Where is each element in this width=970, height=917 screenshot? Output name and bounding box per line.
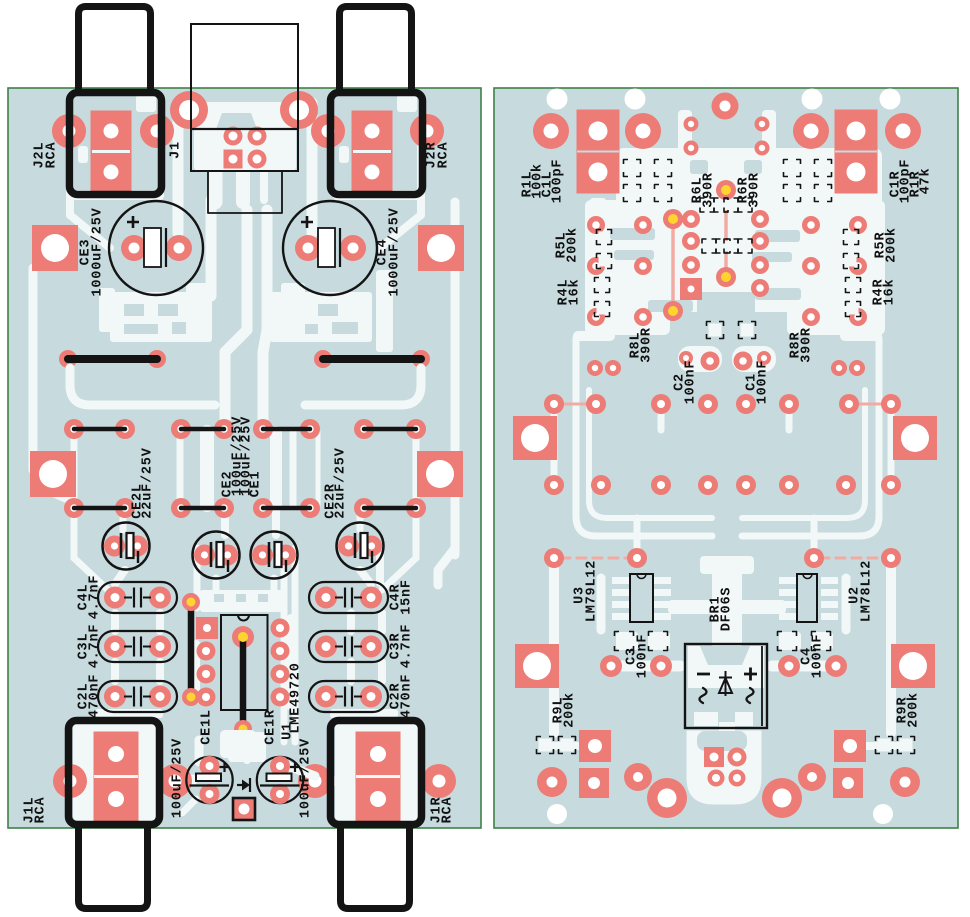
svg-text:C1L: C1L bbox=[541, 171, 556, 198]
svg-text:4.7nF: 4.7nF bbox=[88, 575, 103, 620]
svg-text:100nF: 100nF bbox=[636, 634, 651, 679]
svg-text:C3: C3 bbox=[625, 647, 640, 665]
svg-text:BR1: BR1 bbox=[709, 596, 724, 623]
svg-text:R8R: R8R bbox=[789, 332, 804, 359]
svg-text:390R: 390R bbox=[748, 172, 763, 208]
svg-text:100k: 100k bbox=[531, 163, 546, 199]
svg-text:J1: J1 bbox=[169, 141, 184, 159]
svg-text:200k: 200k bbox=[563, 692, 578, 728]
svg-text:LME49720: LME49720 bbox=[289, 662, 304, 733]
svg-text:470nF: 470nF bbox=[400, 674, 415, 719]
svg-text:22uF/25V: 22uF/25V bbox=[141, 447, 156, 518]
svg-text:470nF: 470nF bbox=[88, 674, 103, 719]
svg-text:LM79L12: LM79L12 bbox=[585, 560, 600, 622]
svg-text:R9R: R9R bbox=[896, 697, 911, 724]
svg-text:C4: C4 bbox=[800, 647, 815, 665]
svg-text:C3L: C3L bbox=[77, 633, 92, 660]
svg-text:100pF: 100pF bbox=[899, 159, 914, 204]
svg-text:R4R: R4R bbox=[872, 279, 887, 306]
svg-text:C3R: C3R bbox=[389, 633, 404, 660]
svg-text:47k: 47k bbox=[919, 168, 934, 195]
svg-text:CE3: CE3 bbox=[79, 239, 94, 266]
svg-text:R6L: R6L bbox=[691, 177, 706, 204]
svg-text:R1R: R1R bbox=[909, 171, 924, 198]
svg-text:J2L: J2L bbox=[33, 142, 48, 169]
svg-text:RCA: RCA bbox=[34, 797, 49, 824]
svg-text:CE2: CE2 bbox=[221, 471, 236, 498]
svg-text:390R: 390R bbox=[800, 327, 815, 363]
svg-text:J2R: J2R bbox=[425, 142, 440, 169]
svg-text:R4L: R4L bbox=[557, 279, 572, 306]
svg-text:16k: 16k bbox=[883, 279, 898, 306]
svg-text:DF06S: DF06S bbox=[720, 587, 735, 632]
svg-text:390R: 390R bbox=[640, 327, 655, 363]
svg-text:1000uF/25V: 1000uF/25V bbox=[388, 207, 403, 296]
svg-text:CE2R: CE2R bbox=[324, 483, 339, 519]
svg-text:C2: C2 bbox=[673, 373, 688, 391]
svg-text:R9L: R9L bbox=[552, 697, 567, 724]
svg-text:22uF/25V: 22uF/25V bbox=[334, 447, 349, 518]
svg-text:4.7nF: 4.7nF bbox=[400, 624, 415, 669]
svg-text:C2L: C2L bbox=[77, 683, 92, 710]
svg-text:J1L: J1L bbox=[23, 797, 38, 824]
svg-text:100uF/25V: 100uF/25V bbox=[299, 738, 314, 818]
svg-text:100pF: 100pF bbox=[551, 159, 566, 204]
svg-text:CE2L: CE2L bbox=[131, 483, 146, 519]
svg-text:R8L: R8L bbox=[629, 332, 644, 359]
svg-text:CE4: CE4 bbox=[376, 239, 391, 266]
svg-text:RCA: RCA bbox=[437, 142, 452, 169]
svg-text:390R: 390R bbox=[702, 172, 717, 208]
svg-text:200k: 200k bbox=[566, 227, 581, 263]
svg-text:100nF: 100nF bbox=[811, 634, 826, 679]
svg-text:100uF/25V: 100uF/25V bbox=[240, 416, 255, 496]
svg-text:200k: 200k bbox=[907, 692, 922, 728]
svg-text:R6R: R6R bbox=[737, 177, 752, 204]
svg-text:4.7nF: 4.7nF bbox=[88, 624, 103, 669]
svg-text:C2R: C2R bbox=[389, 683, 404, 710]
svg-text:U3: U3 bbox=[573, 586, 588, 604]
svg-text:R5R: R5R bbox=[874, 232, 889, 259]
svg-text:R5L: R5L bbox=[555, 232, 570, 259]
svg-text:C4R: C4R bbox=[389, 584, 404, 611]
svg-text:U1: U1 bbox=[281, 722, 296, 740]
svg-text:1000uF/25V: 1000uF/25V bbox=[91, 207, 106, 296]
svg-text:RCA: RCA bbox=[45, 142, 60, 169]
svg-text:100nF: 100nF bbox=[756, 360, 771, 405]
svg-text:LM78L12: LM78L12 bbox=[860, 560, 875, 622]
svg-text:R1L: R1L bbox=[521, 171, 536, 198]
svg-text:15nF: 15nF bbox=[400, 579, 415, 615]
svg-text:CE1: CE1 bbox=[249, 471, 264, 498]
svg-text:C1R: C1R bbox=[889, 171, 904, 198]
svg-text:CE1L: CE1L bbox=[200, 709, 215, 745]
svg-text:200k: 200k bbox=[885, 227, 900, 263]
svg-text:16k: 16k bbox=[568, 279, 583, 306]
svg-text:U2: U2 bbox=[848, 586, 863, 604]
svg-text:C4L: C4L bbox=[77, 584, 92, 611]
svg-text:100nF: 100nF bbox=[684, 360, 699, 405]
svg-text:100uF/25V: 100uF/25V bbox=[231, 416, 246, 496]
svg-text:CE1R: CE1R bbox=[264, 709, 279, 745]
svg-text:C1: C1 bbox=[745, 373, 760, 391]
svg-text:RCA: RCA bbox=[441, 797, 456, 824]
svg-text:100uF/25V: 100uF/25V bbox=[171, 738, 186, 818]
svg-text:J1R: J1R bbox=[430, 797, 445, 824]
